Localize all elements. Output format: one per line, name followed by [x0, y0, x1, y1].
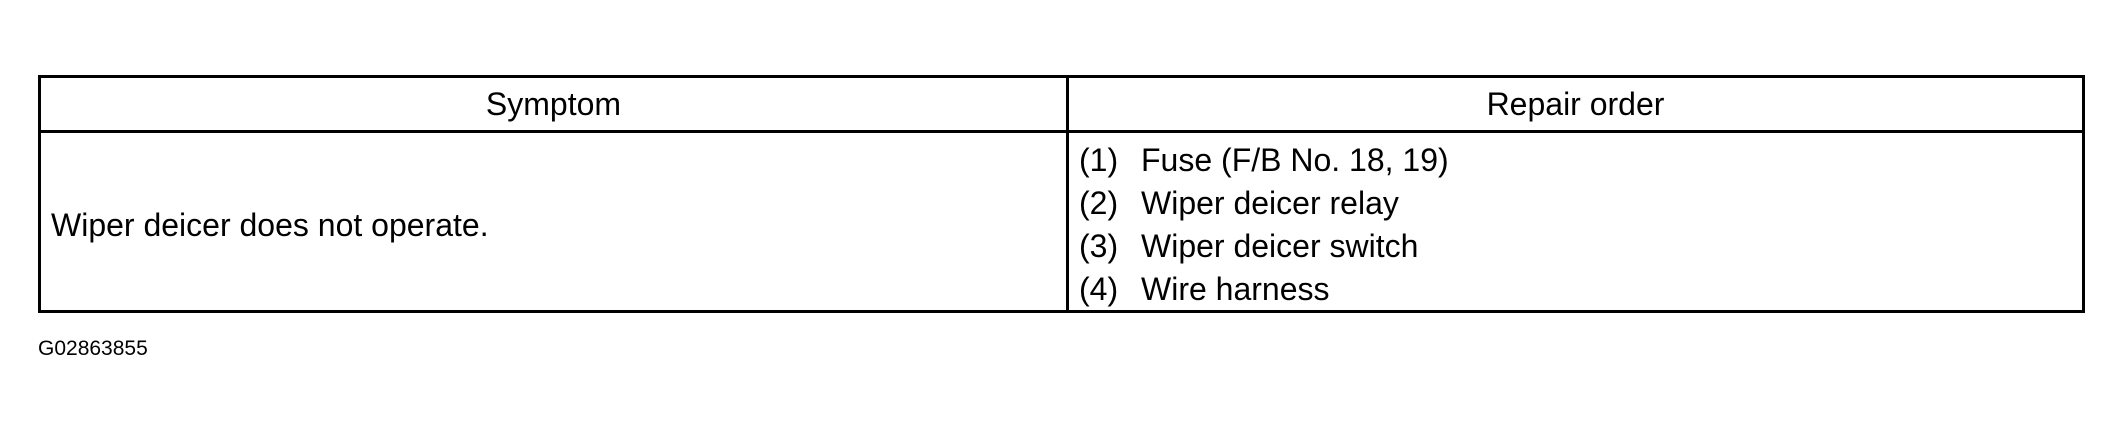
figure-id: G02863855 — [38, 337, 148, 360]
repair-order-text: Wire harness — [1141, 271, 1330, 307]
repair-order-number: (2) — [1079, 185, 1119, 221]
repair-order-column-header: Repair order — [1486, 85, 1665, 122]
column-divider — [1066, 133, 1069, 310]
repair-order-cell: (1) Fuse (F/B No. 18, 19) (2) Wiper deicer… — [1069, 133, 2082, 310]
repair-order-item: (4) Wire harness — [1079, 268, 2082, 311]
table-header-row: Symptom Repair order — [41, 78, 2082, 133]
repair-order-text: Wiper deicer relay — [1141, 185, 1399, 221]
repair-order-item: (1) Fuse (F/B No. 18, 19) — [1079, 139, 2082, 182]
table-row: Wiper deicer does not operate. (1) Fuse (… — [41, 133, 2082, 310]
column-divider — [1066, 78, 1069, 130]
repair-order-text: Wiper deicer switch — [1141, 228, 1419, 264]
symptom-text: Wiper deicer does not operate. — [51, 207, 489, 243]
repair-order-number: (3) — [1079, 228, 1119, 264]
repair-order-item: (2) Wiper deicer relay — [1079, 182, 2082, 225]
symptom-cell: Wiper deicer does not operate. — [41, 133, 1066, 310]
repair-order-list: (1) Fuse (F/B No. 18, 19) (2) Wiper deicer… — [1069, 133, 2082, 311]
repair-order-number: (1) — [1079, 142, 1119, 178]
diagnosis-table: Symptom Repair order Wiper deicer does n… — [38, 75, 2085, 313]
repair-order-item: (3) Wiper deicer switch — [1079, 225, 2082, 268]
repair-order-number: (4) — [1079, 271, 1119, 307]
symptom-column-header: Symptom — [485, 85, 622, 122]
repair-order-text: Fuse (F/B No. 18, 19) — [1141, 142, 1449, 178]
